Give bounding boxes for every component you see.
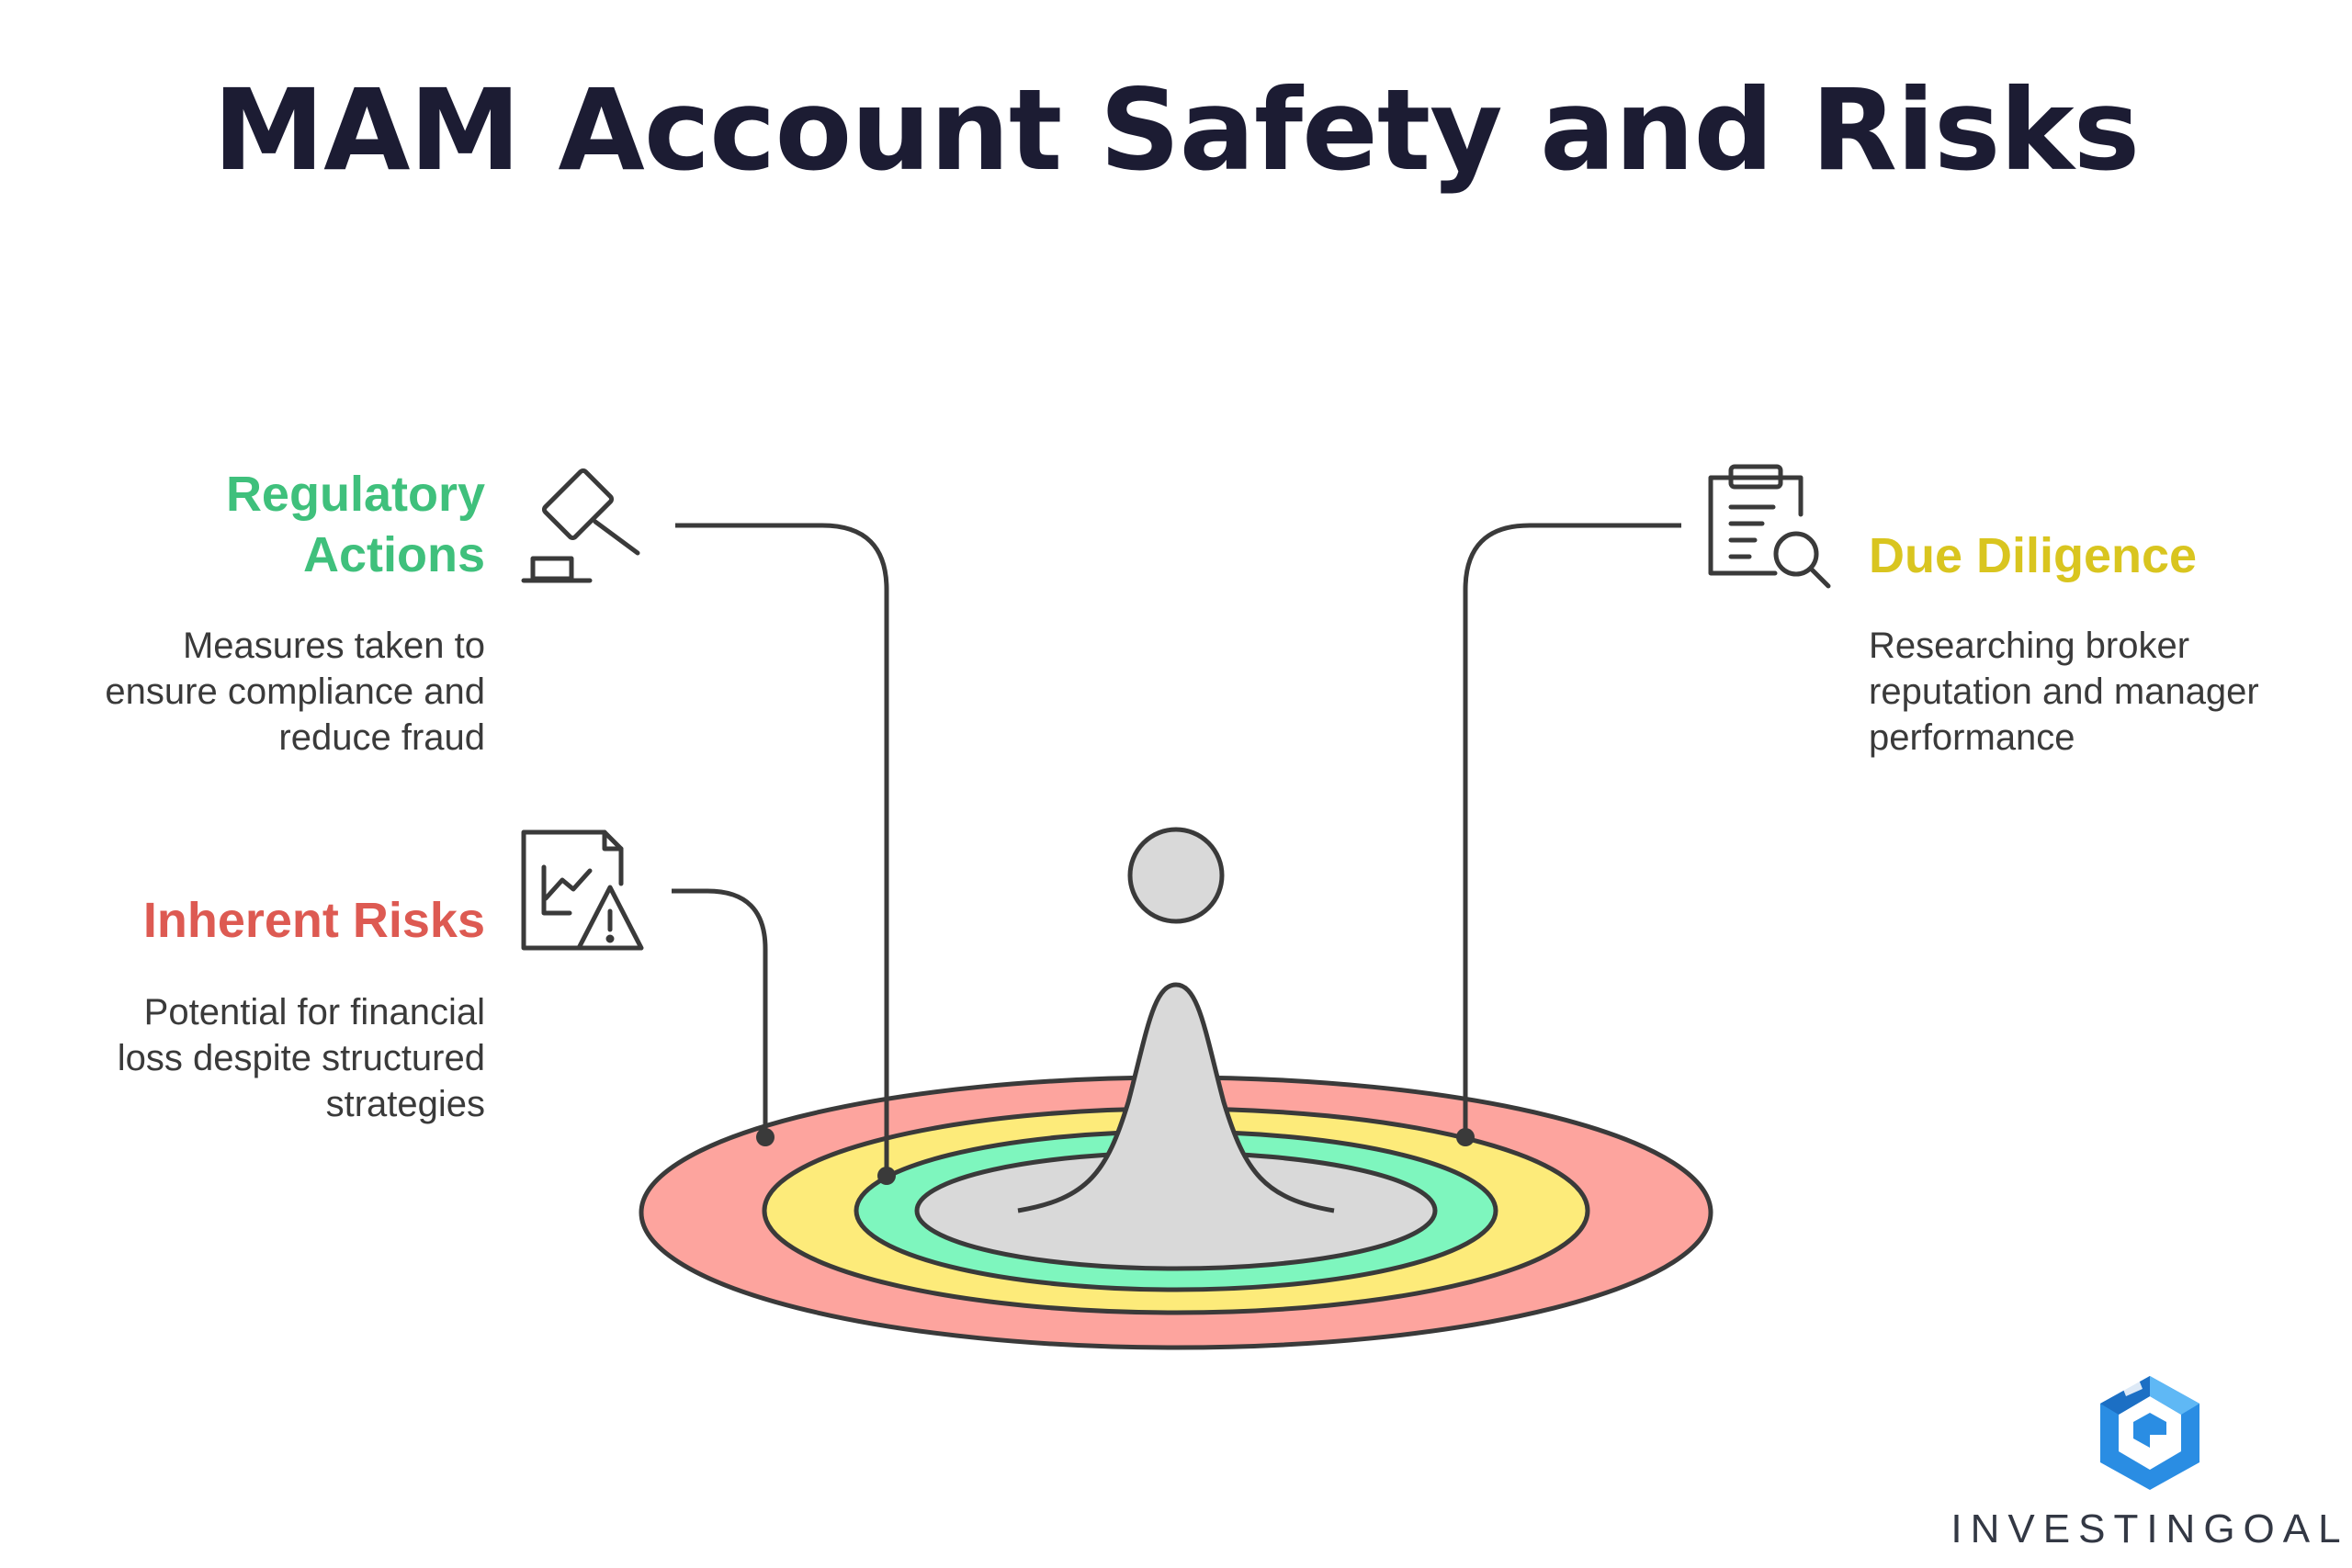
- connector-due-diligence: [1463, 523, 1681, 1137]
- regulatory-actions-heading-line1: Regulatory: [225, 467, 485, 522]
- due-diligence-heading: Due Diligence: [1869, 528, 2198, 583]
- regulatory-actions-heading: Regulatory Actions: [99, 464, 485, 585]
- bell-curve-outline: [1017, 982, 1335, 1213]
- due-diligence-description: Researching broker reputation and manage…: [1869, 626, 2259, 758]
- investingoal-logo-icon: [2100, 1376, 2199, 1490]
- regulatory-actions-heading-line2: Actions: [302, 527, 485, 582]
- connector-inherent-risks: [672, 888, 768, 1137]
- chart-warning-icon: [521, 829, 644, 951]
- bell-curve-body: [1018, 985, 1334, 1211]
- inherent-risks-description: Potential for financial loss despite str…: [117, 992, 485, 1124]
- person-head: [1127, 827, 1225, 924]
- brand-name: INVESTINGOAL: [1951, 1506, 2349, 1551]
- person-figure: [1017, 827, 1335, 1213]
- connector-lines: [672, 523, 1681, 1176]
- inherent-risks-heading: Inherent Risks: [142, 893, 485, 948]
- clipboard-search-icon: [1708, 464, 1831, 589]
- gavel-icon: [521, 468, 640, 583]
- connector-regulatory-actions: [675, 523, 889, 1176]
- connector-dots: [756, 1128, 1475, 1185]
- page-title: MAM Account Safety and Risks: [212, 65, 2141, 196]
- regulatory-actions-description: Measures taken to ensure compliance and …: [105, 626, 485, 758]
